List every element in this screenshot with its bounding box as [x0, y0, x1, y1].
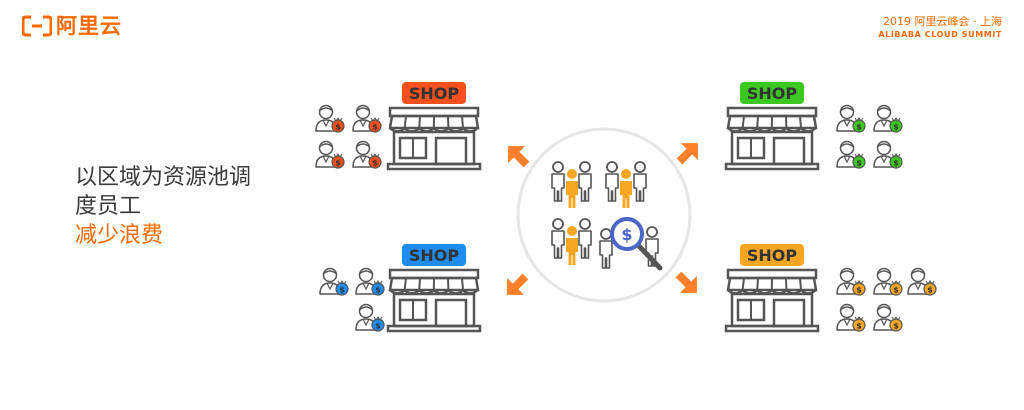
svg-text:$: $ — [893, 159, 899, 168]
svg-text:$: $ — [335, 123, 341, 132]
svg-text:$: $ — [856, 159, 862, 168]
slogan-line1: 以区域为资源池调 — [75, 165, 252, 190]
shop-label: SHOP — [747, 246, 798, 265]
customer-with-money-bag-icon: $ — [352, 140, 382, 169]
alibaba-cloud-logo-icon — [22, 15, 52, 37]
shop-sign — [740, 244, 804, 266]
svg-text:$: $ — [893, 322, 899, 331]
customer-with-money-bag-icon: $ — [355, 303, 385, 332]
customer-with-money-bag-icon: $ — [836, 140, 866, 169]
arrow-to-bottom-left-shop — [498, 268, 534, 304]
arrow-to-top-left-shop — [499, 137, 535, 173]
svg-text:$: $ — [893, 286, 899, 295]
customer-with-money-bag-icon: $ — [873, 267, 903, 296]
svg-text:$: $ — [927, 286, 933, 295]
shop-bottom-right: SHOP $ $ $ $ $ — [724, 244, 937, 333]
staff-pool-icon — [516, 127, 692, 303]
dollar-magnifier-icon: $ — [610, 217, 663, 271]
svg-text:$: $ — [893, 123, 899, 132]
svg-text:$: $ — [339, 286, 345, 295]
customer-with-money-bag-icon: $ — [873, 303, 903, 332]
customer-with-money-bag-icon: $ — [355, 267, 385, 296]
customer-with-money-bag-icon: $ — [836, 104, 866, 133]
svg-text:$: $ — [856, 286, 862, 295]
shop-bottom-left: SHOP $ $ $ — [319, 244, 482, 333]
brand-name: 阿里云 — [56, 14, 122, 38]
shop-label: SHOP — [409, 246, 460, 265]
shop-top-right: SHOP $ $ $ $ — [724, 82, 903, 171]
svg-text:$: $ — [621, 225, 632, 244]
customer-with-money-bag-icon: $ — [873, 140, 903, 169]
svg-text:$: $ — [375, 286, 381, 295]
event-title-line2: ALIBABA CLOUD SUMMIT — [878, 30, 1002, 39]
customer-with-money-bag-icon: $ — [907, 267, 937, 296]
shop-top-left: SHOP $ $ $ $ — [315, 82, 482, 171]
svg-text:$: $ — [372, 159, 378, 168]
svg-text:$: $ — [375, 322, 381, 331]
customer-with-money-bag-icon: $ — [836, 303, 866, 332]
shop-sign — [740, 82, 804, 104]
svg-text:$: $ — [856, 322, 862, 331]
svg-text:$: $ — [372, 123, 378, 132]
customer-with-money-bag-icon: $ — [873, 104, 903, 133]
svg-text:$: $ — [856, 123, 862, 132]
alibaba-cloud-logo: 阿里云 — [22, 15, 122, 37]
arrow-to-top-right-shop — [671, 134, 707, 170]
customer-with-money-bag-icon: $ — [352, 104, 382, 133]
slogan: 以区域为资源池调 度员工 减少浪费 — [75, 163, 251, 250]
event-title: 2019 阿里云峰会 · 上海 ALIBABA CLOUD SUMMIT — [878, 15, 1002, 41]
shop-label: SHOP — [747, 84, 798, 103]
svg-text:$: $ — [335, 159, 341, 168]
slogan-line2: 度员工 — [75, 194, 142, 219]
shop-sign — [402, 82, 466, 104]
customer-with-money-bag-icon: $ — [836, 267, 866, 296]
customer-with-money-bag-icon: $ — [315, 140, 345, 169]
shop-label: SHOP — [409, 84, 460, 103]
slogan-line3: 减少浪费 — [75, 223, 164, 248]
customer-with-money-bag-icon: $ — [319, 267, 349, 296]
arrow-to-bottom-right-shop — [670, 266, 706, 302]
customer-with-money-bag-icon: $ — [315, 104, 345, 133]
shop-sign — [402, 244, 466, 266]
event-title-line1: 2019 阿里云峰会 · 上海 — [883, 15, 1002, 28]
